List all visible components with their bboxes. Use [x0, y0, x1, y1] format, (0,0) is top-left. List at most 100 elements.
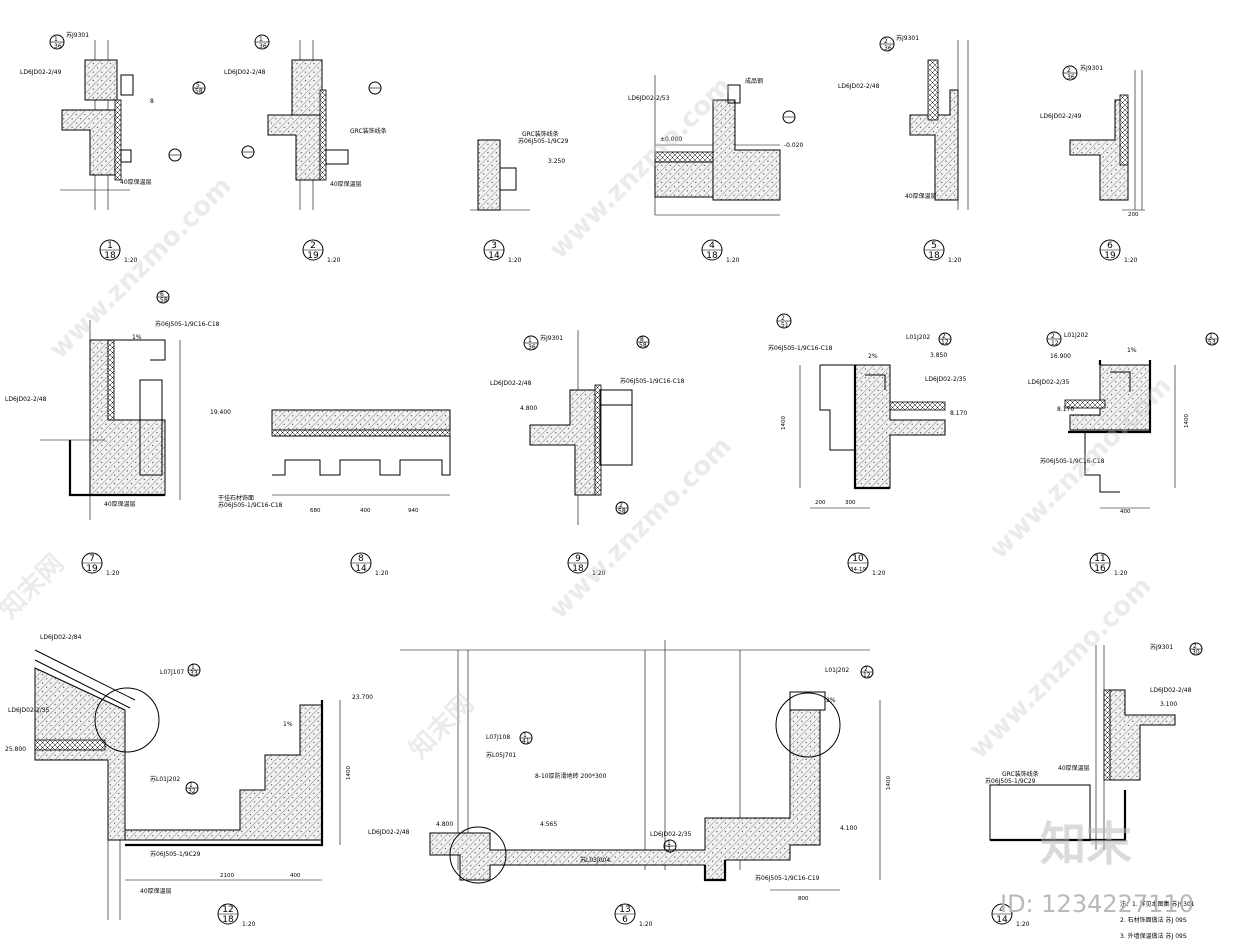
d11-ref2-top: 1	[1209, 333, 1213, 340]
detail-2: 1 36 LD6JD02-2/48 GRC装饰线条 40厚保温层 2 19 1:…	[224, 34, 387, 264]
detail-3: GRC装饰线条 苏06J505-1/9C29 3.250 3 14 1:20	[470, 130, 569, 264]
d11-level-b: 8.170	[1057, 406, 1074, 413]
detail-1: 1 36 苏J9301 LD6JD02-2/49 5 58 8 40厚保温层 1…	[20, 31, 206, 264]
notes: 注：1. 详见本图集 苏J9301 2. 石材饰面做法 苏J 09S 3. 外墙…	[1120, 900, 1195, 940]
d8-number: 8	[358, 554, 364, 564]
d9-ref2-top: 8	[640, 336, 644, 343]
d6-scale: 1:20	[1124, 257, 1138, 264]
d11-number: 11	[1094, 554, 1105, 564]
d7-number: 7	[89, 554, 95, 564]
d13-ref3-top: 1	[667, 840, 671, 847]
d5-ref-bottom: 36	[884, 45, 892, 52]
d9-ref-top: 1	[528, 337, 532, 344]
d10-label-a: 苏06J505-1/9C16-C18	[768, 344, 833, 352]
d7-slope: 1%	[132, 334, 142, 341]
d6-ref-bottom: 36	[1067, 74, 1075, 81]
d4-sheet: 18	[706, 251, 718, 261]
note-3: 3. 外墙保温做法 苏J 09S	[1120, 932, 1187, 940]
detail-6: 2 36 苏J9301 LD6JD02-2/49 200 6 19 1:20	[1040, 64, 1145, 264]
d10-slope: 2%	[868, 353, 878, 360]
d12-label-e: 苏06J505-1/9C29	[150, 850, 201, 858]
d4-scale: 1:20	[726, 257, 740, 264]
d13-sheet: 6	[622, 915, 628, 925]
d10-label-b: L01J202	[906, 334, 930, 341]
detail-4: LD6JD02-2/53 ±0.000 -0.020 成品钢 4 18 1:20	[628, 75, 804, 264]
d3-number: 3	[491, 241, 497, 251]
d11-dim: 400	[1120, 509, 1131, 515]
d2-label-a: LD6JD02-2/48	[224, 69, 266, 76]
d5-label-a: LD6JD02-2/48	[838, 83, 880, 90]
d6-label-std: 苏J9301	[1080, 64, 1103, 72]
detail-11: 2 12 L01J202 16.900 LD6JD02-2/35 8.170 苏…	[1028, 331, 1219, 577]
d3-label-a: GRC装饰线条	[522, 130, 559, 138]
d14-label-std: 苏J9301	[1150, 643, 1173, 651]
watermark-brand-2: 知末网	[404, 689, 480, 765]
d6-ref-top: 2	[1067, 67, 1071, 74]
d14-ref-top: 2	[1193, 643, 1197, 650]
watermark-brand-1: 知末网	[0, 549, 70, 625]
d10-dim-b: 300	[845, 500, 856, 506]
d12-level-b: 23.700	[352, 694, 373, 701]
d5-scale: 1:20	[948, 257, 962, 264]
d9-label-b: 苏06J505-1/9C16-C18	[620, 377, 685, 385]
d14-sheet: 14	[996, 915, 1008, 925]
d11-level-a: 16.900	[1050, 353, 1071, 360]
d12-number: 12	[222, 905, 233, 915]
d5-ref-top: 2	[884, 38, 888, 45]
d9-level: 4.800	[520, 405, 537, 412]
d3-label-b: 苏06J505-1/9C29	[518, 137, 569, 145]
d4-level-b: -0.020	[784, 142, 804, 149]
d3-sheet: 14	[488, 251, 500, 261]
d1-ref-58: 58	[195, 88, 203, 95]
d11-ref2-bottom: 53	[1208, 339, 1216, 346]
d11-slope: 1%	[1127, 347, 1137, 354]
d13-level-c: 4.100	[840, 825, 857, 832]
d13-ref2-bottom: 41	[522, 738, 530, 745]
d13-number: 13	[619, 905, 630, 915]
detail-7: 6 58 苏06J505-1/9C16-C18 LD6JD02-2/48 19.…	[5, 290, 231, 577]
d13-level-b: 4.565	[540, 821, 557, 828]
d7-sheet: 19	[86, 564, 98, 574]
d5-label-std: 苏J9301	[896, 34, 919, 42]
d10-dim-v: 1400	[781, 416, 787, 430]
d13-dim-v: 1400	[886, 776, 892, 790]
d1-label-c: 40厚保温层	[120, 178, 152, 186]
d14-label-a: LD6JD02-2/48	[1150, 687, 1192, 694]
d1-ref-5: 5	[196, 82, 200, 89]
d10-sheet: 34-19	[850, 567, 866, 573]
d12-label-d: 苏L01J202	[150, 775, 180, 783]
d11-ref-top: 2	[1051, 333, 1055, 340]
d13-scale: 1:20	[639, 921, 653, 928]
d2-number: 2	[310, 241, 316, 251]
d5-sheet: 18	[928, 251, 940, 261]
d7-label-b: LD6JD02-2/48	[5, 396, 47, 403]
d13-ref-top: 2	[864, 666, 868, 673]
watermark-id: ID: 1234227110	[1000, 890, 1194, 918]
d5-label-b: 40厚保温层	[905, 192, 937, 200]
d12-level-a: 25.800	[5, 746, 26, 753]
d1-label-a: LD6JD02-2/49	[20, 69, 62, 76]
d12-dim-b: 400	[290, 873, 301, 879]
d11-sheet: 16	[1094, 564, 1106, 574]
d1-scale: 1:20	[124, 257, 138, 264]
d14-level: 3.100	[1160, 701, 1177, 708]
d4-number: 4	[709, 241, 715, 251]
detail-10: 2 51 苏06J505-1/9C16-C18 L01J202 2 12 3.8…	[768, 313, 967, 577]
d12-label-f: 40厚保温层	[140, 887, 172, 895]
d7-label-c: 40厚保温层	[104, 500, 136, 508]
d1-sheet: 18	[104, 251, 116, 261]
d9-ref3-top: 2	[619, 502, 623, 509]
d3-scale: 1:20	[508, 257, 522, 264]
d1-ref-top: 1	[54, 36, 58, 43]
d11-label-b: LD6JD02-2/35	[1028, 379, 1070, 386]
detail-5: 2 36 LD6JD02-2/48 苏J9301 40厚保温层 5 18 1:2…	[838, 34, 969, 264]
d14-scale: 1:20	[1016, 921, 1030, 928]
d6-dim: 200	[1128, 212, 1139, 218]
detail-9: 1 36 苏J9301 LD6JD02-2/48 4.800 8 58 苏06J…	[490, 330, 685, 577]
d12-dim-a: 2100	[220, 873, 234, 879]
d4-label-a: LD6JD02-2/53	[628, 95, 670, 102]
d12-sheet: 18	[222, 915, 234, 925]
d8-dim-a: 680	[310, 508, 321, 514]
d2-ref-bottom: 36	[259, 43, 267, 50]
detail-8: 干挂石材饰面 苏06J505-1/9C16-C18 680 400 940 8 …	[218, 409, 451, 577]
